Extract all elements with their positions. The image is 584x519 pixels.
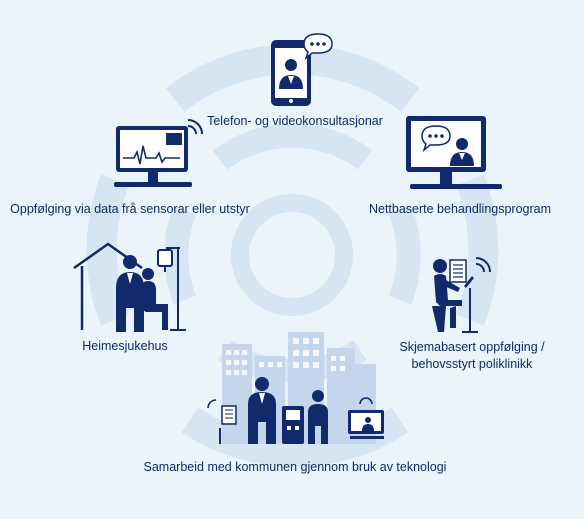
label-samarbeid: Samarbeid med kommunen gjennom bruk av t…: [143, 460, 447, 474]
ring-inner: [231, 194, 353, 316]
home-hospital-icon: [73, 242, 186, 332]
label-skjema-line2: behovsstyrt poliklinikk: [411, 357, 533, 371]
label-nettbasert: Nettbaserte behandlingsprogram: [368, 202, 552, 216]
monitor-doctor-icon: [406, 116, 502, 189]
label-heimesjukehus: Heimesjukehus: [82, 339, 168, 353]
person-at-tablet-icon: [432, 257, 491, 333]
vital-signs-monitor-icon: [114, 119, 203, 187]
label-telefon: Telefon- og videokonsultasjonar: [207, 114, 383, 128]
label-sensorar: Oppfølging via data frå sensorar eller u…: [10, 202, 250, 216]
smartphone-doctor-icon: [271, 33, 333, 106]
label-skjema-line1: Skjemabasert oppfølging /: [399, 340, 545, 354]
city-collaboration-icon: [207, 332, 384, 444]
